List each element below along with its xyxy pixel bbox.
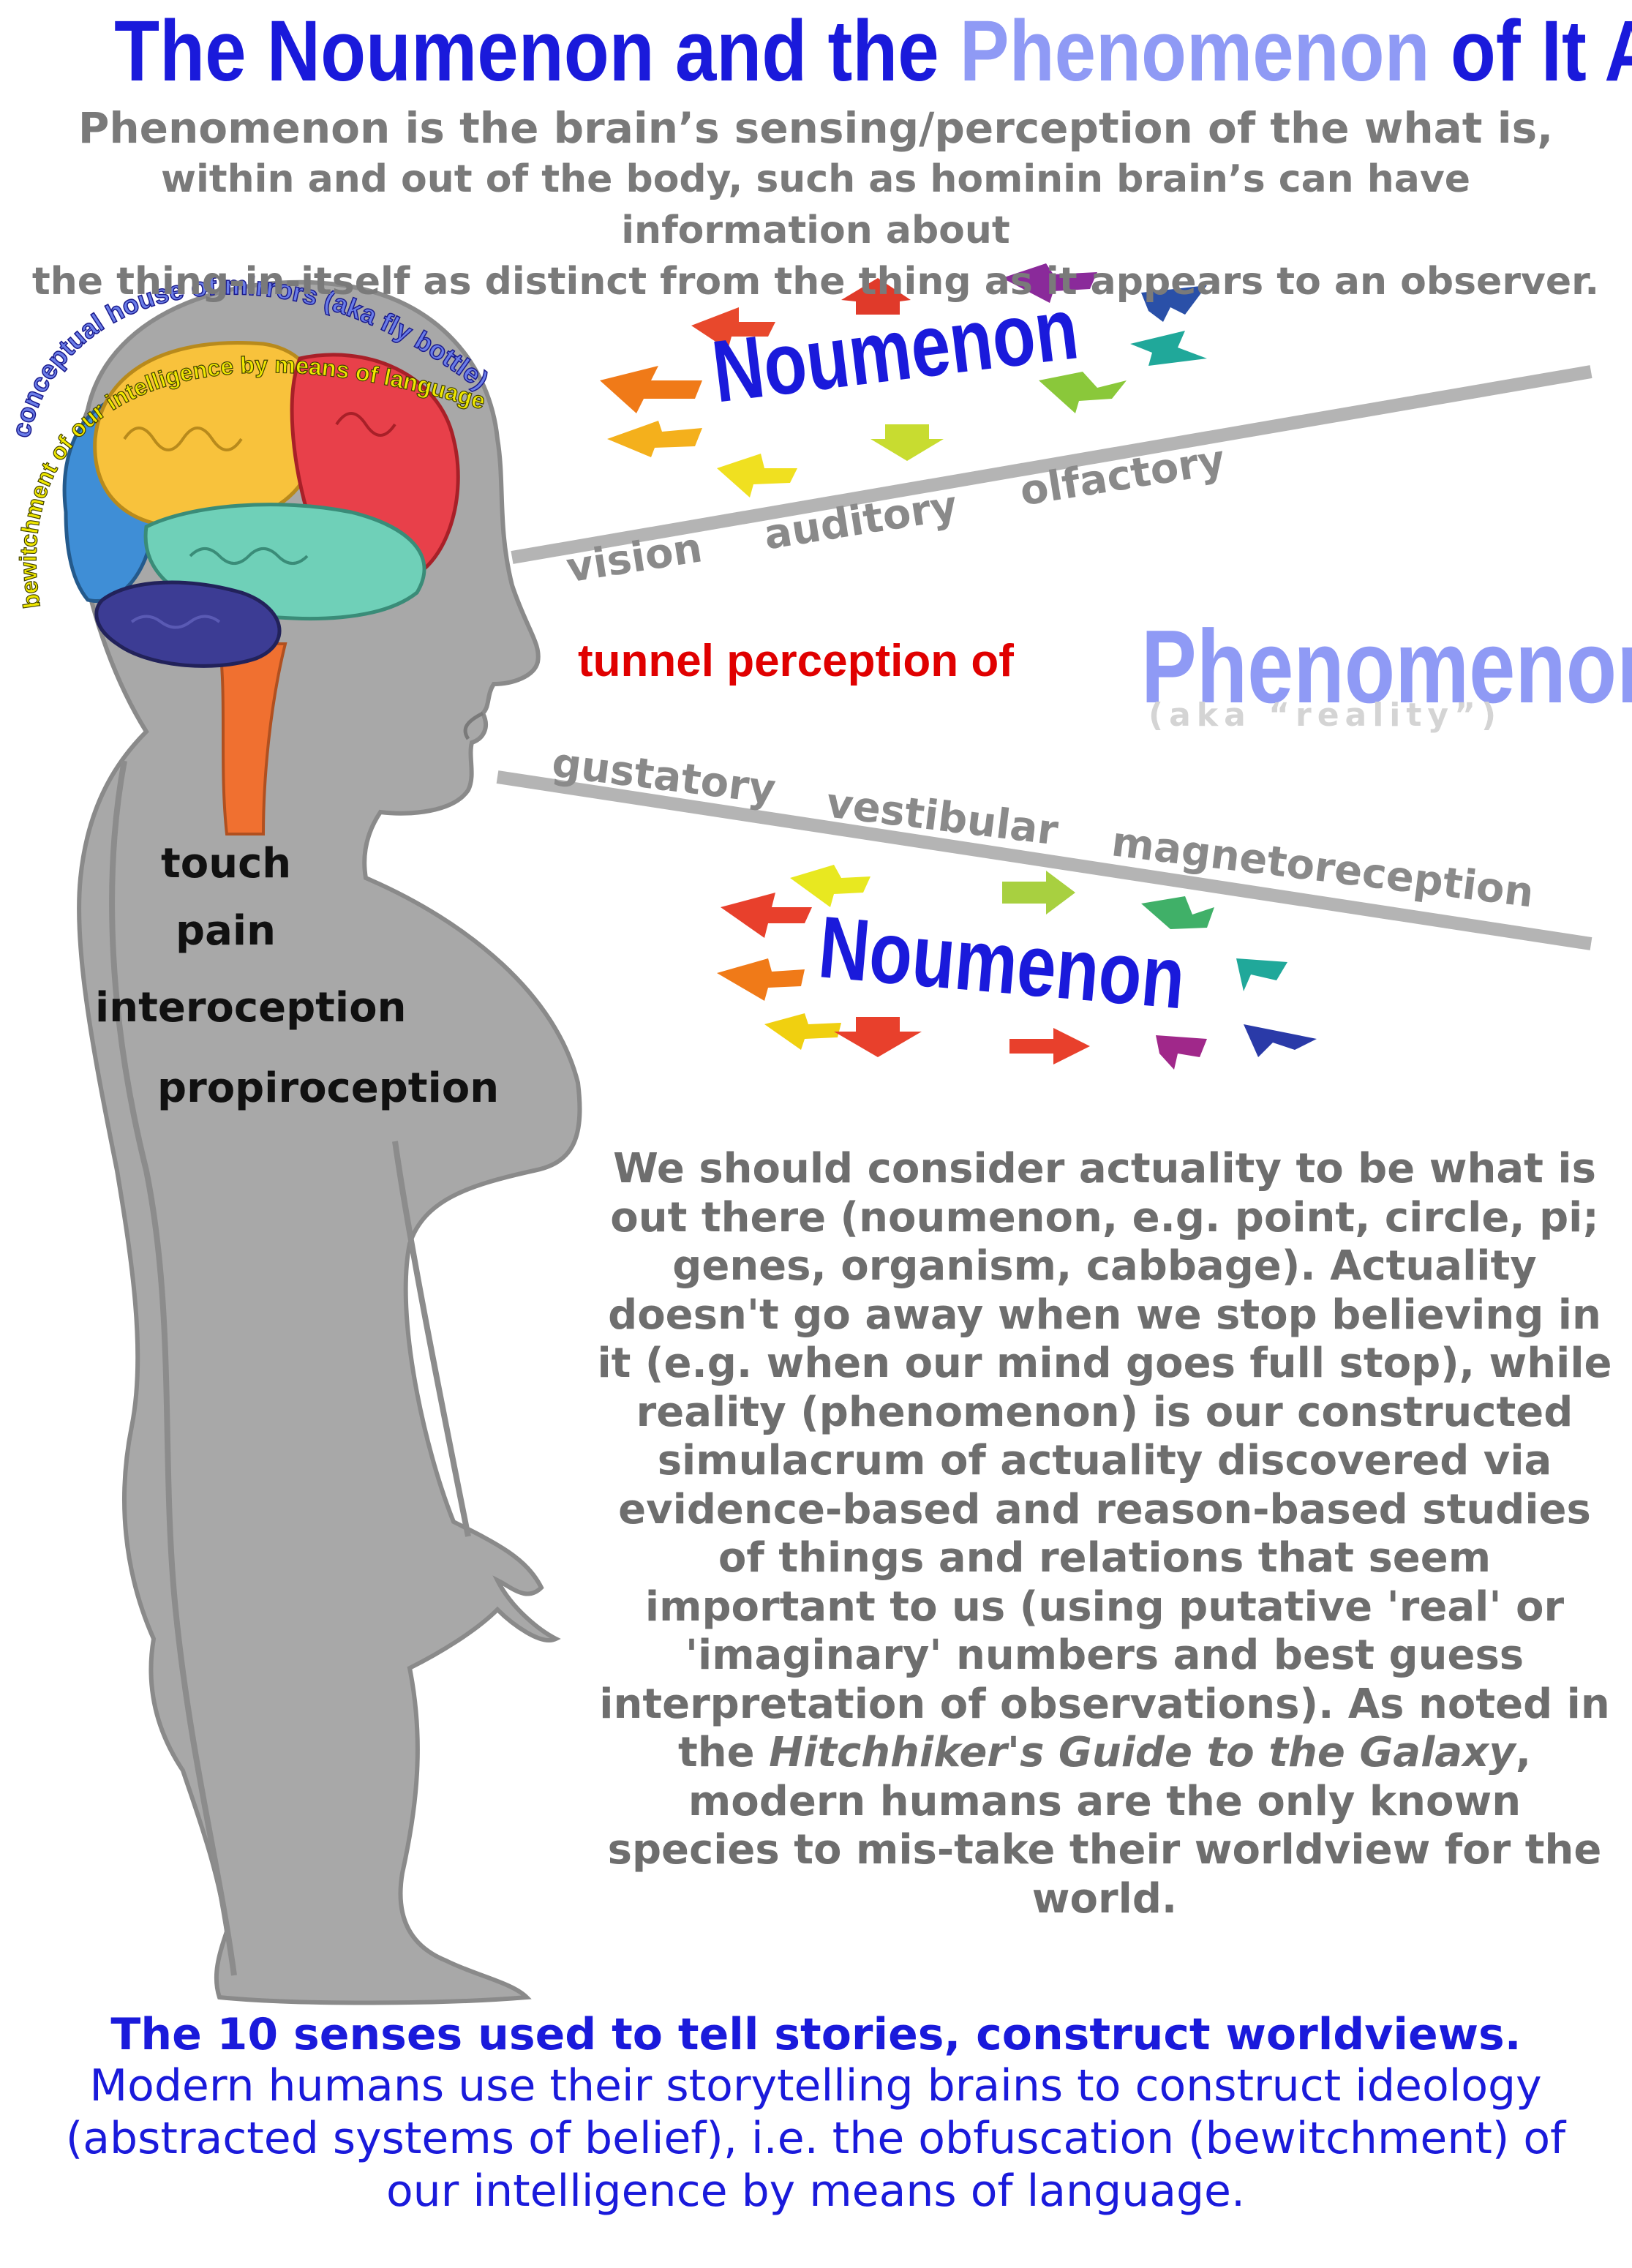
- subtitle-line-2: within and out of the body, such as homi…: [160, 157, 1471, 252]
- sense-interoception: interoception: [95, 984, 407, 1032]
- actuality-paragraph: We should consider actuality to be what …: [596, 1145, 1613, 1923]
- page-title: The Noumenon and the Phenomenon of It Al…: [114, 0, 1632, 102]
- phenomenon-label: Phenomenon: [1141, 609, 1632, 725]
- sense-propiroception: propiroception: [157, 1064, 500, 1112]
- noumenon-top-arrows: [600, 263, 1207, 497]
- sense-pain: pain: [176, 907, 276, 955]
- sense-touch: touch: [161, 840, 292, 887]
- noumenon-bottom-arrows: [717, 865, 1317, 1070]
- phenomenon-aka-label: (aka “reality”): [1148, 696, 1503, 734]
- title-phenomenon-word: Phenomenon: [959, 3, 1430, 99]
- paragraph-text-after: , modern humans are the only known speci…: [607, 1729, 1602, 1923]
- title-part-1: The Noumenon and the: [114, 3, 960, 99]
- brain-illustration: [62, 341, 460, 836]
- subtitle-line-3: the thing-in-itself as distinct from the…: [31, 260, 1600, 304]
- lower-perception-line: [496, 770, 1592, 950]
- human-body-silhouette: [73, 279, 582, 2005]
- subtitle: Phenomenon is the brain’s sensing/percep…: [29, 102, 1602, 307]
- tunnel-perception-label: tunnel perception of: [578, 636, 1014, 686]
- upper-perception-line: [511, 365, 1592, 564]
- footer-headline: The 10 senses used to tell stories, cons…: [110, 2009, 1522, 2060]
- subtitle-line-1: Phenomenon is the brain’s sensing/percep…: [78, 103, 1554, 153]
- title-part-3: of It All: [1450, 3, 1632, 99]
- footer-text: Modern humans use their storytelling bra…: [65, 2060, 1566, 2217]
- paragraph-book-title: Hitchhiker's Guide to the Galaxy: [769, 1729, 1516, 1776]
- paragraph-text-before: We should consider actuality to be what …: [597, 1145, 1612, 1776]
